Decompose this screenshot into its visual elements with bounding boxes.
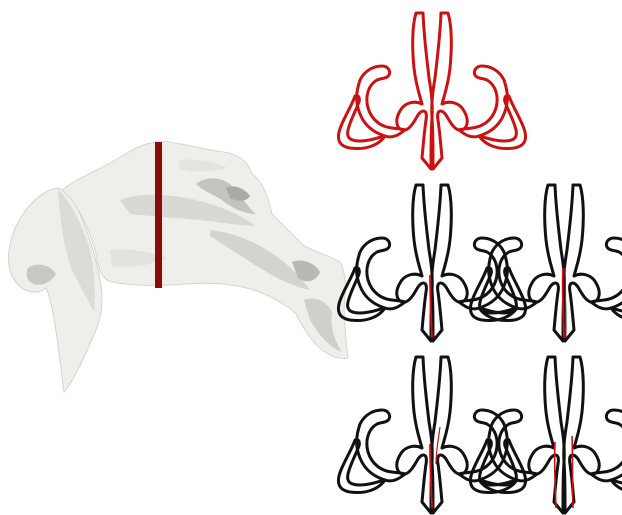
section-variant-1 [338, 185, 525, 341]
reference-section [338, 13, 525, 169]
model-body [62, 142, 348, 359]
section-variant-3 [338, 357, 525, 513]
nasal-cavity-model [9, 142, 348, 392]
section-cut-line [155, 142, 162, 288]
